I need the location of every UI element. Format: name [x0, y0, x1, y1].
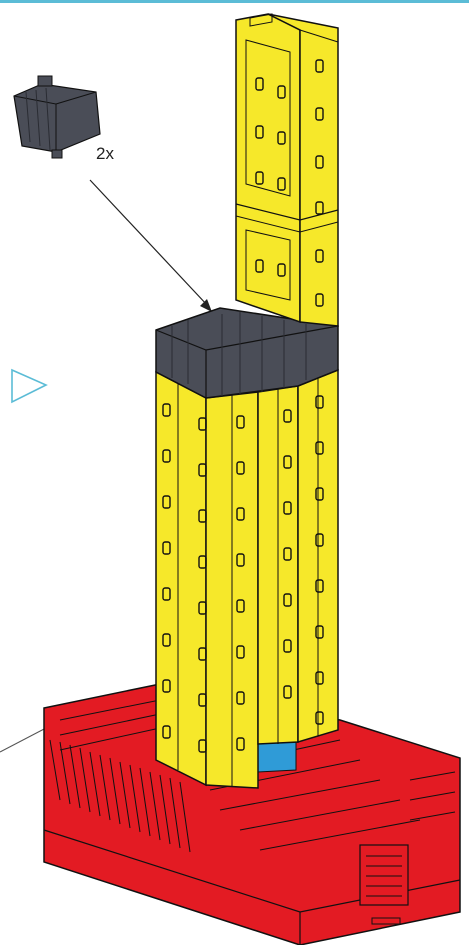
quantity-label: 2x	[96, 144, 114, 164]
placement-arrow	[90, 180, 212, 312]
page-edge-line	[0, 728, 46, 752]
blue-baseplate-accent	[258, 740, 296, 772]
connector-part-icon	[14, 76, 100, 158]
top-rule	[0, 0, 469, 3]
lower-tower	[156, 370, 338, 788]
triangle-pointer-icon	[12, 370, 46, 402]
